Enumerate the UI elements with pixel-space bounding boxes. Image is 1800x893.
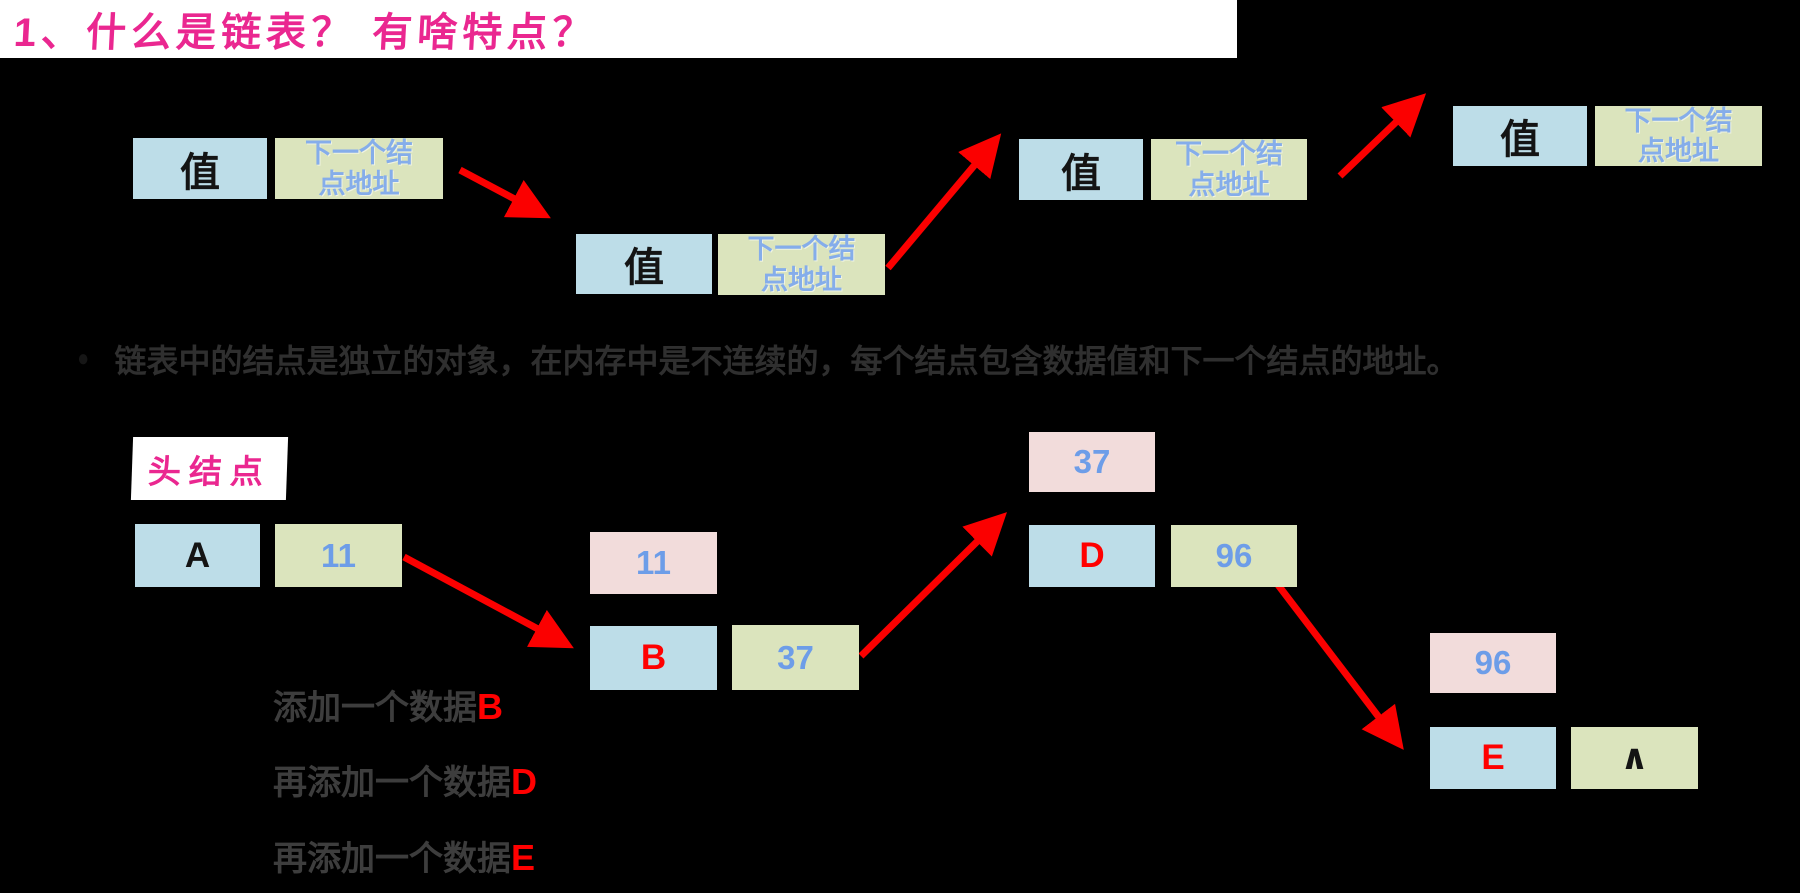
arrow-addr37-to-box37 xyxy=(858,512,1007,659)
caption-add-d: 再添加一个数据D xyxy=(273,755,537,804)
node-e-next-null-box: ∧ xyxy=(1571,727,1698,789)
node-d-next-box: 96 xyxy=(1171,525,1297,587)
top-node-3-next-box: 下一个结 点地址 xyxy=(1151,139,1307,200)
bullet-icon: ● xyxy=(77,345,90,372)
arrow-top-node3-to-node4 xyxy=(1337,93,1427,179)
node-b-address-box: 11 xyxy=(590,532,717,594)
node-a-next-box: 11 xyxy=(275,524,402,587)
caption-add-b: 添加一个数据B xyxy=(273,680,503,729)
arrow-addr96-to-nodeE xyxy=(1269,574,1404,750)
bullet-line: ● 链表中的结点是独立的对象，在内存中是不连续的，每个结点包含数据值和下一个结点… xyxy=(76,336,1576,382)
top-node-4-value-box: 值 xyxy=(1453,106,1587,166)
caption-add-b-letter: B xyxy=(477,686,503,727)
top-node-2-value-box: 值 xyxy=(576,234,712,294)
top-node-1-value-box: 值 xyxy=(133,138,267,199)
title-bar: 1、什么是链表？ 有啥特点？ xyxy=(0,0,1237,58)
node-b-next-box: 37 xyxy=(732,625,859,690)
top-node-1-next-box: 下一个结 点地址 xyxy=(275,138,443,199)
top-node-2-next-box: 下一个结 点地址 xyxy=(718,234,885,295)
arrow-addr11-to-nodeB xyxy=(402,553,574,649)
head-node-label: 头结点 xyxy=(130,437,289,500)
caption-add-e-text: 再添加一个数据 xyxy=(273,840,511,878)
node-d-address-box: 37 xyxy=(1029,432,1155,492)
top-node-3-value-box: 值 xyxy=(1019,139,1143,200)
node-b-value-box: B xyxy=(590,626,717,690)
caption-add-d-text: 再添加一个数据 xyxy=(273,764,511,802)
node-a-value-box: A xyxy=(135,524,260,587)
caption-add-b-text: 添加一个数据 xyxy=(273,689,477,727)
arrow-top-node2-to-node3 xyxy=(885,133,1002,271)
top-node-4-next-box: 下一个结 点地址 xyxy=(1595,106,1762,166)
node-d-value-box: D xyxy=(1029,525,1155,587)
page-title: 1、什么是链表？ 有啥特点？ xyxy=(12,11,599,55)
node-e-value-box: E xyxy=(1430,727,1556,789)
caption-add-e-letter: E xyxy=(511,837,536,878)
bullet-text: 链表中的结点是独立的对象，在内存中是不连续的，每个结点包含数据值和下一个结点的地… xyxy=(114,343,1459,379)
caption-add-d-letter: D xyxy=(511,761,537,802)
node-e-address-box: 96 xyxy=(1430,633,1556,693)
caption-add-e: 再添加一个数据E xyxy=(273,831,535,880)
arrow-top-node1-to-node2 xyxy=(458,166,551,219)
